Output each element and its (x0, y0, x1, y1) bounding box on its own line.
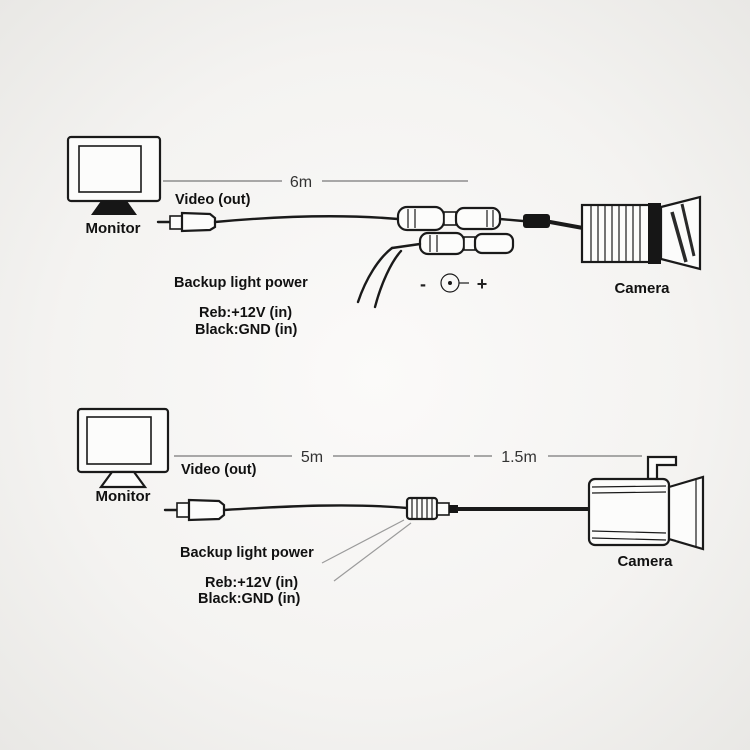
video-coupler-icon (396, 205, 502, 232)
coupler-female (396, 205, 446, 232)
power-wire-red (356, 246, 394, 304)
rca-collar (169, 215, 183, 230)
monitor-stand (91, 201, 137, 215)
camera-body-line (591, 537, 667, 541)
coupler-joint (463, 236, 476, 251)
camera-body (587, 477, 671, 547)
bottom-diagram: Monitor 5m 1.5m Video (out) (76, 407, 705, 607)
power-wires (356, 246, 403, 309)
polarity-minus: - (420, 274, 426, 294)
power-coupler-icon (418, 231, 515, 256)
camera-body-line (591, 530, 667, 534)
monitor-screen (78, 145, 142, 193)
video-out-label: Video (out) (175, 192, 251, 208)
coupler-male (473, 232, 515, 255)
power-wire-black (373, 249, 403, 309)
camera-lens-hood (659, 195, 702, 271)
pointer-line (321, 519, 405, 564)
rca-body (187, 498, 226, 522)
monitor-icon (76, 407, 170, 489)
monitor-label: Monitor (96, 488, 151, 505)
connector-plug (449, 505, 458, 513)
polarity-plus: + (477, 274, 488, 294)
dimension-1-5m: 1.5m (474, 449, 642, 466)
monitor-screen (86, 416, 152, 465)
top-diagram: Monitor 6m Video (out) (66, 135, 702, 338)
cable-length-extension-label: 1.5m (501, 449, 537, 466)
pointer-line (333, 522, 412, 582)
rca-plug-icon (163, 498, 226, 522)
camera-body-line (591, 491, 667, 494)
inline-connector-icon (405, 496, 458, 521)
camera-plug (523, 214, 550, 228)
camera-icon (580, 195, 702, 271)
backup-power-title: Backup light power (180, 545, 314, 561)
camera-lens-hood (667, 475, 705, 551)
camera-body-line (591, 485, 667, 488)
dimension-6m: 6m (163, 174, 468, 191)
monitor-label: Monitor (86, 220, 141, 237)
video-cable (213, 214, 400, 224)
video-out-label: Video (out) (181, 462, 257, 478)
connector-joint (436, 502, 450, 516)
power-red-label: Reb:+12V (in) (199, 305, 292, 321)
lens-streak (680, 203, 696, 257)
polarity-center-dot (448, 281, 452, 285)
rca-collar (176, 502, 190, 518)
rca-plug-icon (156, 211, 217, 233)
power-black-label: Black:GND (in) (198, 591, 300, 607)
camera-bracket (646, 455, 678, 481)
camera-lead-thick (548, 220, 585, 230)
camera-lead (498, 217, 525, 223)
camera-label: Camera (617, 553, 673, 570)
power-black-label: Black:GND (in) (195, 322, 297, 338)
rca-body (180, 211, 217, 233)
lens-streak (670, 211, 688, 263)
dc-polarity-icon: - + (420, 273, 488, 294)
cable-length-label: 6m (290, 174, 312, 191)
cable-length-main-label: 5m (301, 449, 323, 466)
monitor-icon (66, 135, 162, 215)
camera-band (648, 203, 661, 264)
power-red-label: Reb:+12V (in) (205, 575, 298, 591)
video-cable (222, 504, 409, 512)
monitor-stand (98, 470, 148, 489)
camera-label: Camera (614, 280, 670, 297)
coupler-joint (443, 211, 457, 226)
coupler-female (418, 231, 466, 256)
power-lead (390, 242, 422, 250)
dimension-5m: 5m (174, 449, 470, 466)
backup-power-title: Backup light power (174, 275, 308, 291)
camera-icon (587, 455, 705, 551)
